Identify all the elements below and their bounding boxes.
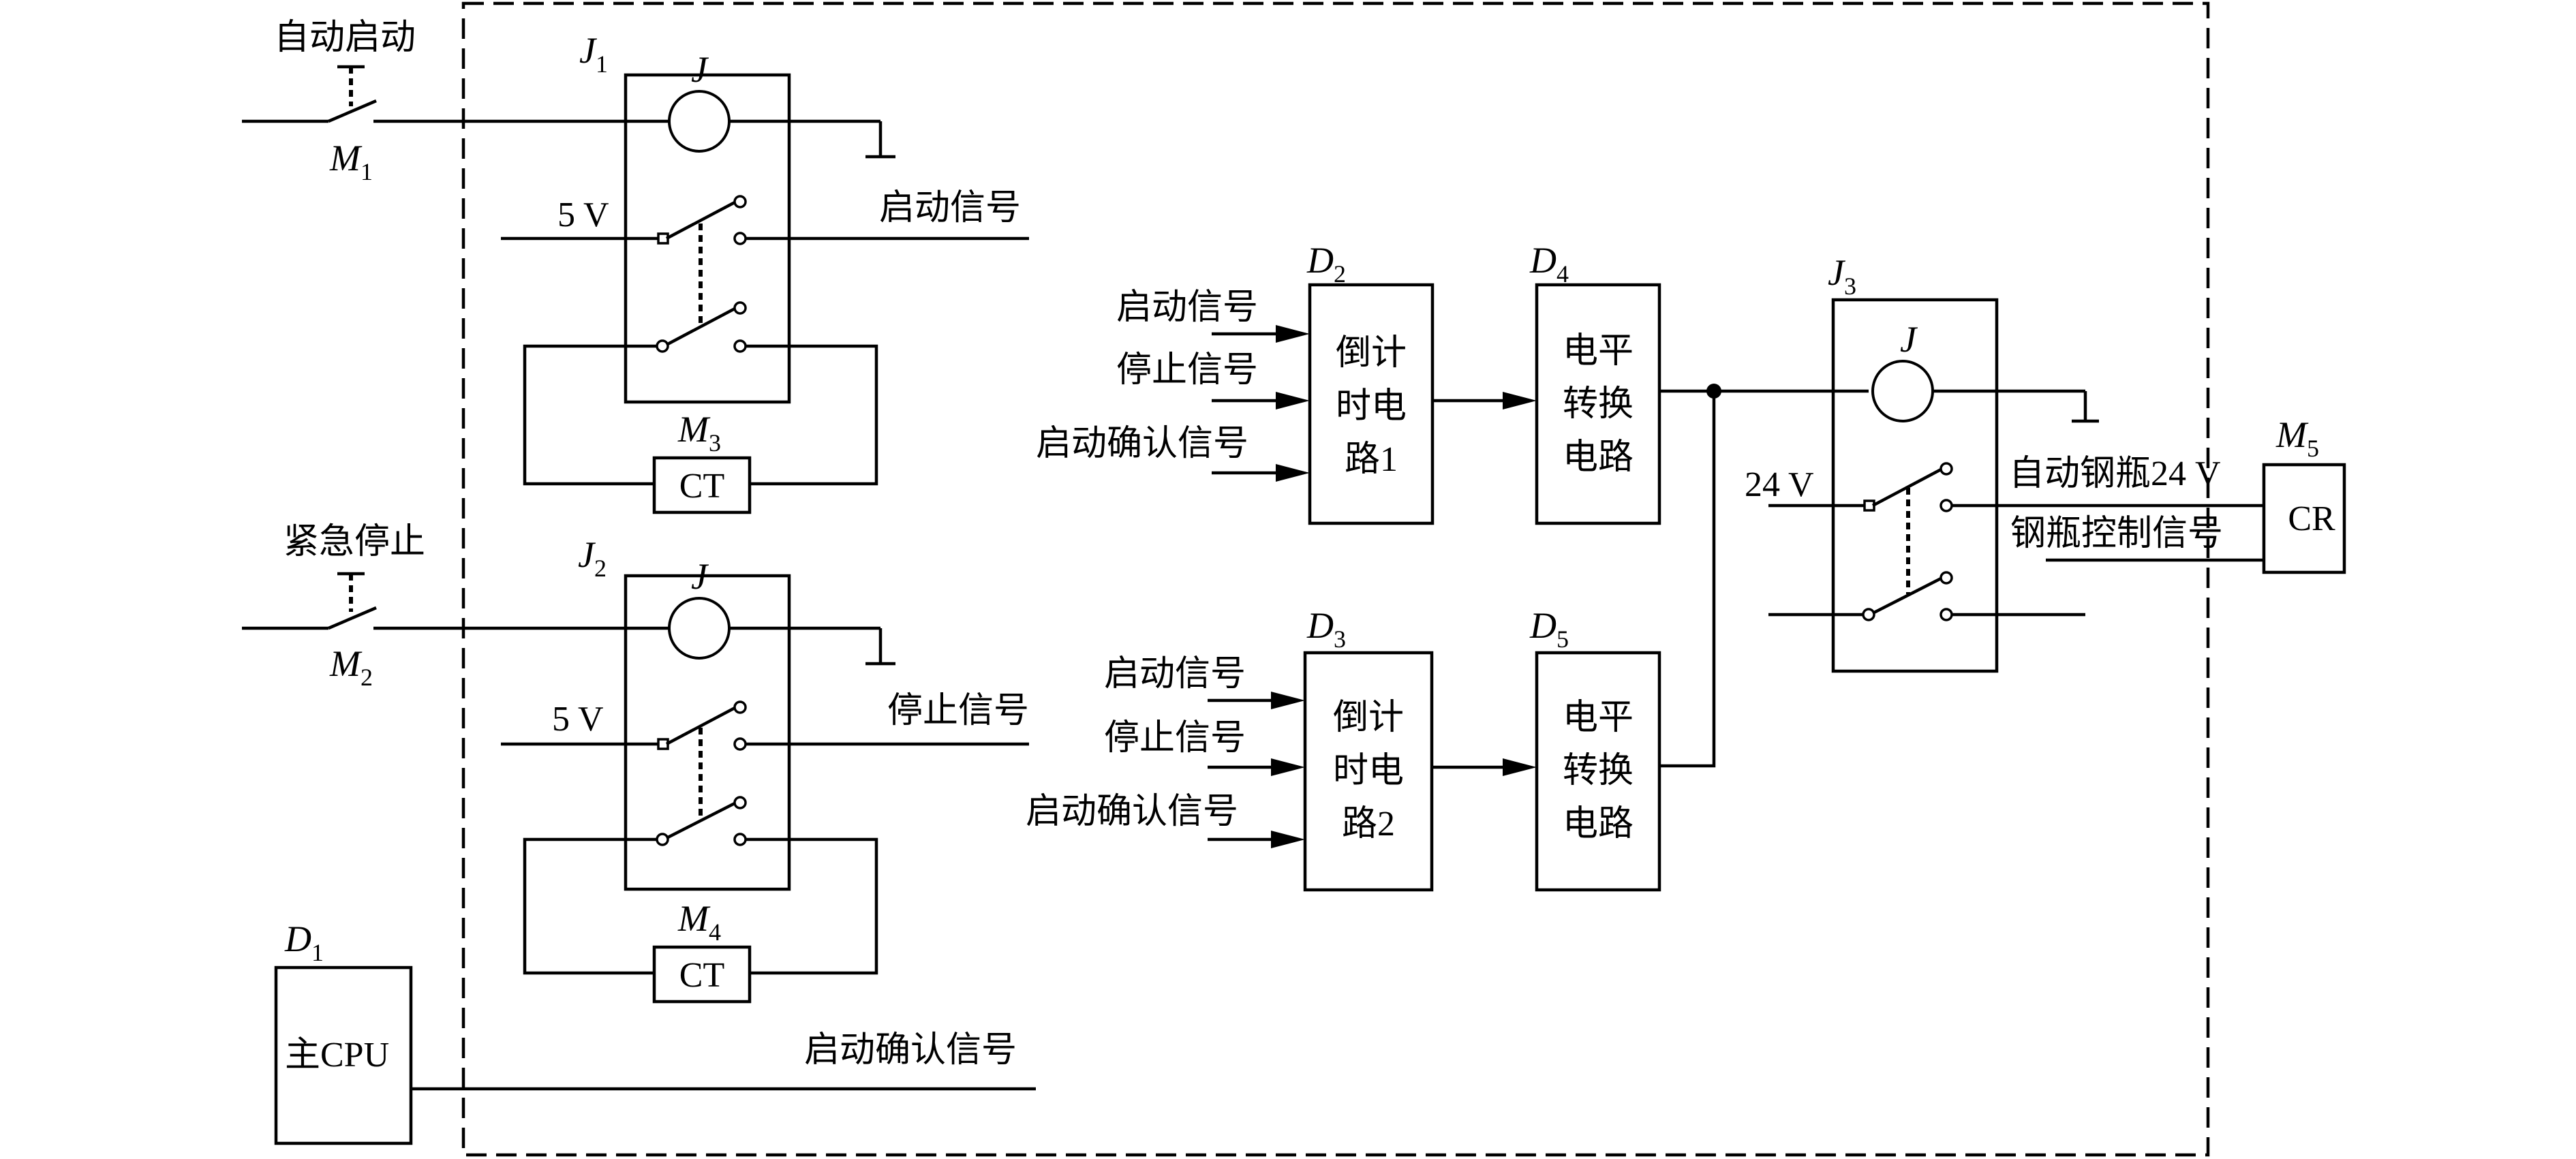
main-cpu-label: 主CPU [285, 1036, 389, 1075]
main-cpu-box [274, 965, 413, 1145]
relay-j3-label: J3 [1828, 252, 1856, 300]
relay-j1: J J1 CT M3 [501, 30, 1029, 514]
d4-label: D4 [1529, 240, 1569, 288]
countdown-1-line3: 路1 [1345, 440, 1398, 479]
relay-j2-coil-icon [668, 597, 731, 660]
countdown-1-in-start: 启动信号 [1116, 288, 1258, 327]
cr-m5 [2262, 463, 2346, 574]
level-shift-2-line3: 电路 [1563, 805, 1634, 844]
relay-j3: J J3 24 V [1745, 252, 2099, 673]
relay-j1-coil-icon [668, 90, 731, 153]
countdown-2-box [1303, 651, 1434, 892]
countdown-1-line1: 倒计 [1336, 334, 1407, 373]
countdown-circuit-1: 倒计 时电 路1 D2 启动信号 停止信号 启动确认信号 [1036, 240, 1435, 525]
ct-m4 [652, 945, 752, 1004]
d1-label: D1 [284, 918, 324, 966]
cylinder-control-label: 钢瓶控制信号 [2010, 514, 2223, 553]
m5-label: M5 [2275, 414, 2319, 462]
junction-dot [1706, 384, 1721, 399]
level-shift-2-line2: 转换 [1563, 752, 1634, 790]
stop-signal-out: 停止信号 [887, 692, 1029, 730]
d2-label: D2 [1306, 240, 1346, 288]
relay-j3-coil-icon [1871, 360, 1934, 422]
cylinder-output: 自动钢瓶24 V 钢瓶控制信号 CR M5 [2009, 414, 2346, 574]
auto-start-label: 自动启动 [274, 18, 416, 57]
relay-j2-label: J2 [578, 534, 607, 582]
ct-m3-id: M3 [677, 409, 721, 457]
start-signal-out-1: 启动信号 [879, 189, 1021, 228]
ct-m3 [652, 456, 752, 514]
countdown-1-in-stop: 停止信号 [1116, 351, 1258, 390]
level-shift-1-line1: 电平 [1563, 332, 1634, 371]
relay-j3-coil-label: J [1900, 319, 1918, 360]
emergency-stop-label: 紧急停止 [283, 523, 425, 561]
relay-j1-label: J1 [579, 30, 608, 78]
relay-j3-box [1831, 298, 1999, 673]
relay-j2-box [624, 574, 791, 891]
countdown-2-line1: 倒计 [1333, 698, 1404, 737]
level-shift-1-box [1535, 283, 1661, 525]
relay-j2: J J2 CT M4 [501, 534, 1029, 1004]
countdown-2-in-start: 启动信号 [1104, 655, 1246, 694]
j3-24v-label: 24 V [1745, 465, 1814, 504]
m1-label: M1 [329, 138, 373, 185]
countdown-2-in-confirm: 启动确认信号 [1026, 792, 1238, 831]
countdown-2-line2: 时电 [1333, 752, 1404, 790]
m2-label: M2 [329, 643, 373, 691]
ct-m3-label: CT [679, 467, 724, 506]
relay-j2-coil-label: J [691, 556, 709, 597]
countdown-2-line3: 路2 [1342, 805, 1395, 844]
d3-label: D3 [1306, 605, 1346, 653]
ct-m4-id: M4 [677, 898, 721, 946]
countdown-1-box [1308, 283, 1435, 525]
j2-5v-label: 5 V [552, 700, 604, 739]
level-shift-circuit-1: 电平 转换 电路 D4 [1432, 240, 1661, 525]
countdown-1-in-confirm: 启动确认信号 [1036, 424, 1248, 463]
countdown-circuit-2: 倒计 时电 路2 D3 启动信号 停止信号 启动确认信号 [1026, 605, 1434, 892]
auto-cylinder-label: 自动钢瓶24 V [2009, 454, 2221, 493]
start-confirm-out: 启动确认信号 [804, 1031, 1017, 1070]
relay-j1-coil-label: J [691, 49, 709, 90]
main-cpu: 主CPU D1 启动确认信号 [274, 918, 1036, 1145]
countdown-1-line2: 时电 [1336, 387, 1407, 426]
j1-5v-label: 5 V [557, 196, 609, 234]
auto-start-switch: 自动启动 M1 [242, 18, 895, 185]
countdown-2-in-stop: 停止信号 [1104, 719, 1246, 758]
emergency-stop-switch: 紧急停止 M2 [242, 523, 895, 691]
junction [1659, 384, 1869, 768]
level-shift-1-line2: 转换 [1563, 385, 1634, 424]
level-shift-circuit-2: 电平 转换 电路 D5 [1432, 605, 1661, 892]
cr-label: CR [2288, 499, 2335, 538]
level-shift-1-line3: 电路 [1563, 438, 1634, 477]
control-module-boundary [461, 1, 2210, 1157]
level-shift-2-box [1535, 651, 1661, 892]
level-shift-2-line1: 电平 [1563, 698, 1634, 737]
ct-m4-label: CT [679, 956, 724, 995]
d5-label: D5 [1529, 605, 1569, 653]
